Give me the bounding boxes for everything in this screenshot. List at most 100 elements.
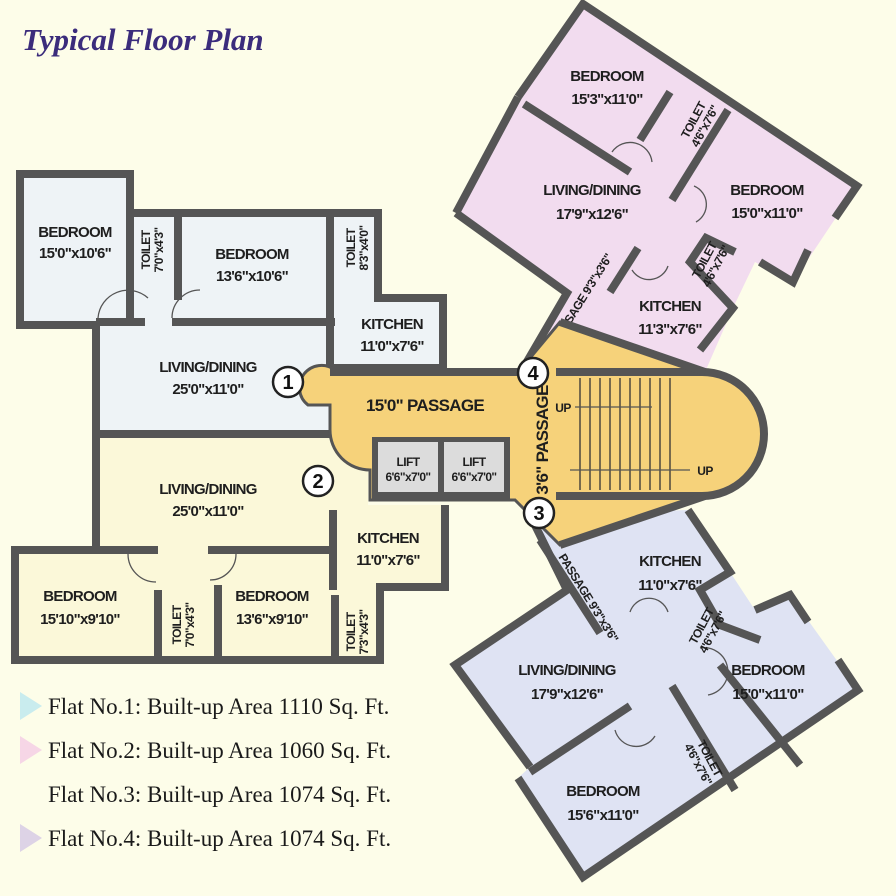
side-passage-label: 3'6" PASSAGE (533, 385, 552, 495)
legend-item-4: Flat No.4: Built-up Area 1074 Sq. Ft. (48, 826, 391, 851)
wall (514, 657, 864, 883)
wall (521, 100, 633, 176)
wall (453, 209, 573, 368)
room-size: 8'3"x4'0" (357, 225, 371, 270)
toilet-label: TOILET 7'3"x4'3" (344, 609, 371, 654)
flat-number-3: 3 (522, 496, 556, 530)
room-size: 15'10"x9'10" (40, 611, 120, 628)
room-name: LIVING/DINING (543, 182, 641, 199)
wall (536, 537, 604, 636)
room-size: 11'0"x7'6" (360, 338, 424, 355)
legend-marker-2 (20, 736, 42, 764)
flat-4-area (456, 4, 857, 372)
wall (757, 248, 812, 288)
room-name: BEDROOM (235, 588, 309, 605)
room-size: 11'0"x7'6" (638, 577, 702, 594)
wall (636, 89, 674, 143)
lift-name: LIFT (463, 455, 487, 469)
wall (668, 683, 739, 793)
door-arc (209, 553, 237, 581)
staircase (579, 378, 671, 490)
flat-number: 4 (527, 363, 539, 385)
wall (684, 507, 762, 644)
lift-size: 6'6"x7'0" (385, 470, 430, 484)
toilet-label: TOILET 7'0"x4'3" (139, 227, 166, 272)
room-name: BEDROOM (43, 588, 117, 605)
legend-marker-3 (20, 780, 42, 808)
room-size: 17'9"x12'6" (531, 686, 604, 703)
room-name: BEDROOM (215, 246, 289, 263)
room-size: 15'0"x11'0" (732, 686, 804, 703)
room-name: TOILET (344, 611, 358, 651)
room-name: LIVING/DINING (159, 481, 257, 498)
room-size: 15'3"x11'0" (571, 91, 643, 108)
door-arc (693, 185, 707, 223)
flat-number: 3 (533, 503, 544, 525)
wall (452, 95, 522, 215)
door-arc (614, 729, 656, 748)
flat-number: 2 (312, 471, 323, 493)
room-name: KITCHEN (639, 298, 701, 315)
door-arc (171, 289, 201, 319)
room-name: LIVING/DINING (518, 662, 616, 679)
door-arc (699, 647, 729, 696)
flat-number-4: 4 (516, 356, 550, 390)
room-name: BEDROOM (730, 182, 804, 199)
flat-2-walls (11, 434, 449, 664)
room-name: TOILET (139, 229, 153, 269)
room-name: KITCHEN (639, 553, 701, 570)
room-size: 15'0"x11'0" (731, 205, 803, 222)
flat-4-walls (514, 0, 863, 221)
lift-1 (378, 442, 438, 492)
legend-marker-1 (20, 692, 42, 720)
wall (527, 702, 633, 776)
room-size: 7'0"x4'3" (183, 602, 197, 647)
room-size: 25'0"x11'0" (172, 381, 244, 398)
room-size: 15'0"x10'6" (39, 245, 112, 262)
room-name: BEDROOM (731, 662, 805, 679)
room-size: 25'0"x11'0" (172, 503, 244, 520)
wall (558, 492, 707, 549)
wall (684, 232, 739, 353)
lift-size: 6'6"x7'0" (451, 470, 496, 484)
room-name: BEDROOM (566, 783, 640, 800)
room-size: 11'3"x7'6" (638, 321, 702, 338)
toilet-label: TOILET 4'6"x7'6" (689, 239, 733, 290)
lift-name: LIFT (397, 455, 421, 469)
room-size: 15'6"x11'0" (567, 807, 639, 824)
room-name: BEDROOM (38, 224, 112, 241)
flat-1-area (20, 174, 443, 434)
flat-2: LIVING/DINING 25'0"x11'0" KITCHEN 11'0"x… (11, 430, 449, 664)
lift-2 (444, 442, 504, 492)
door-arc (97, 289, 149, 319)
core: LIFT 6'6"x7'0" LIFT 6'6"x7'0" 15'0" PASS… (297, 318, 768, 549)
wall (716, 662, 804, 768)
room-size: 7'3"x4'3" (357, 609, 371, 654)
wall (606, 245, 642, 295)
room-name: TOILET (344, 227, 358, 267)
room-size: 13'6"x9'10" (236, 611, 309, 628)
main-passage-label: 15'0" PASSAGE (366, 396, 484, 415)
room-name: KITCHEN (361, 316, 423, 333)
room-name: LIVING/DINING (159, 359, 257, 376)
flat-number: 1 (282, 372, 293, 394)
stair-wall (701, 368, 768, 500)
door-arc (629, 597, 669, 613)
flat-number-1: 1 (271, 365, 305, 399)
flat-number-2: 2 (301, 464, 335, 498)
wall (668, 107, 732, 203)
door-arc (127, 553, 157, 583)
toilet-label: TOILET 7'0"x4'3" (170, 602, 197, 647)
flat-4: BEDROOM 15'3"x11'0" TOILET 4'6"x7'6" LIV… (452, 0, 863, 372)
stair-up-label: UP (555, 401, 571, 415)
legend-item-3: Flat No.3: Built-up Area 1074 Sq. Ft. (48, 782, 391, 807)
door-arc (631, 265, 669, 281)
room-size: 11'0"x7'6" (356, 552, 420, 569)
toilet-label: TOILET 8'3"x4'0" (344, 225, 371, 270)
room-size: 7'0"x4'3" (152, 227, 166, 272)
legend-item-2: Flat No.2: Built-up Area 1060 Sq. Ft. (48, 738, 391, 763)
room-size: 17'9"x12'6" (556, 206, 629, 223)
page-title: Typical Floor Plan (22, 22, 264, 57)
stair-up-label: UP (697, 464, 713, 478)
